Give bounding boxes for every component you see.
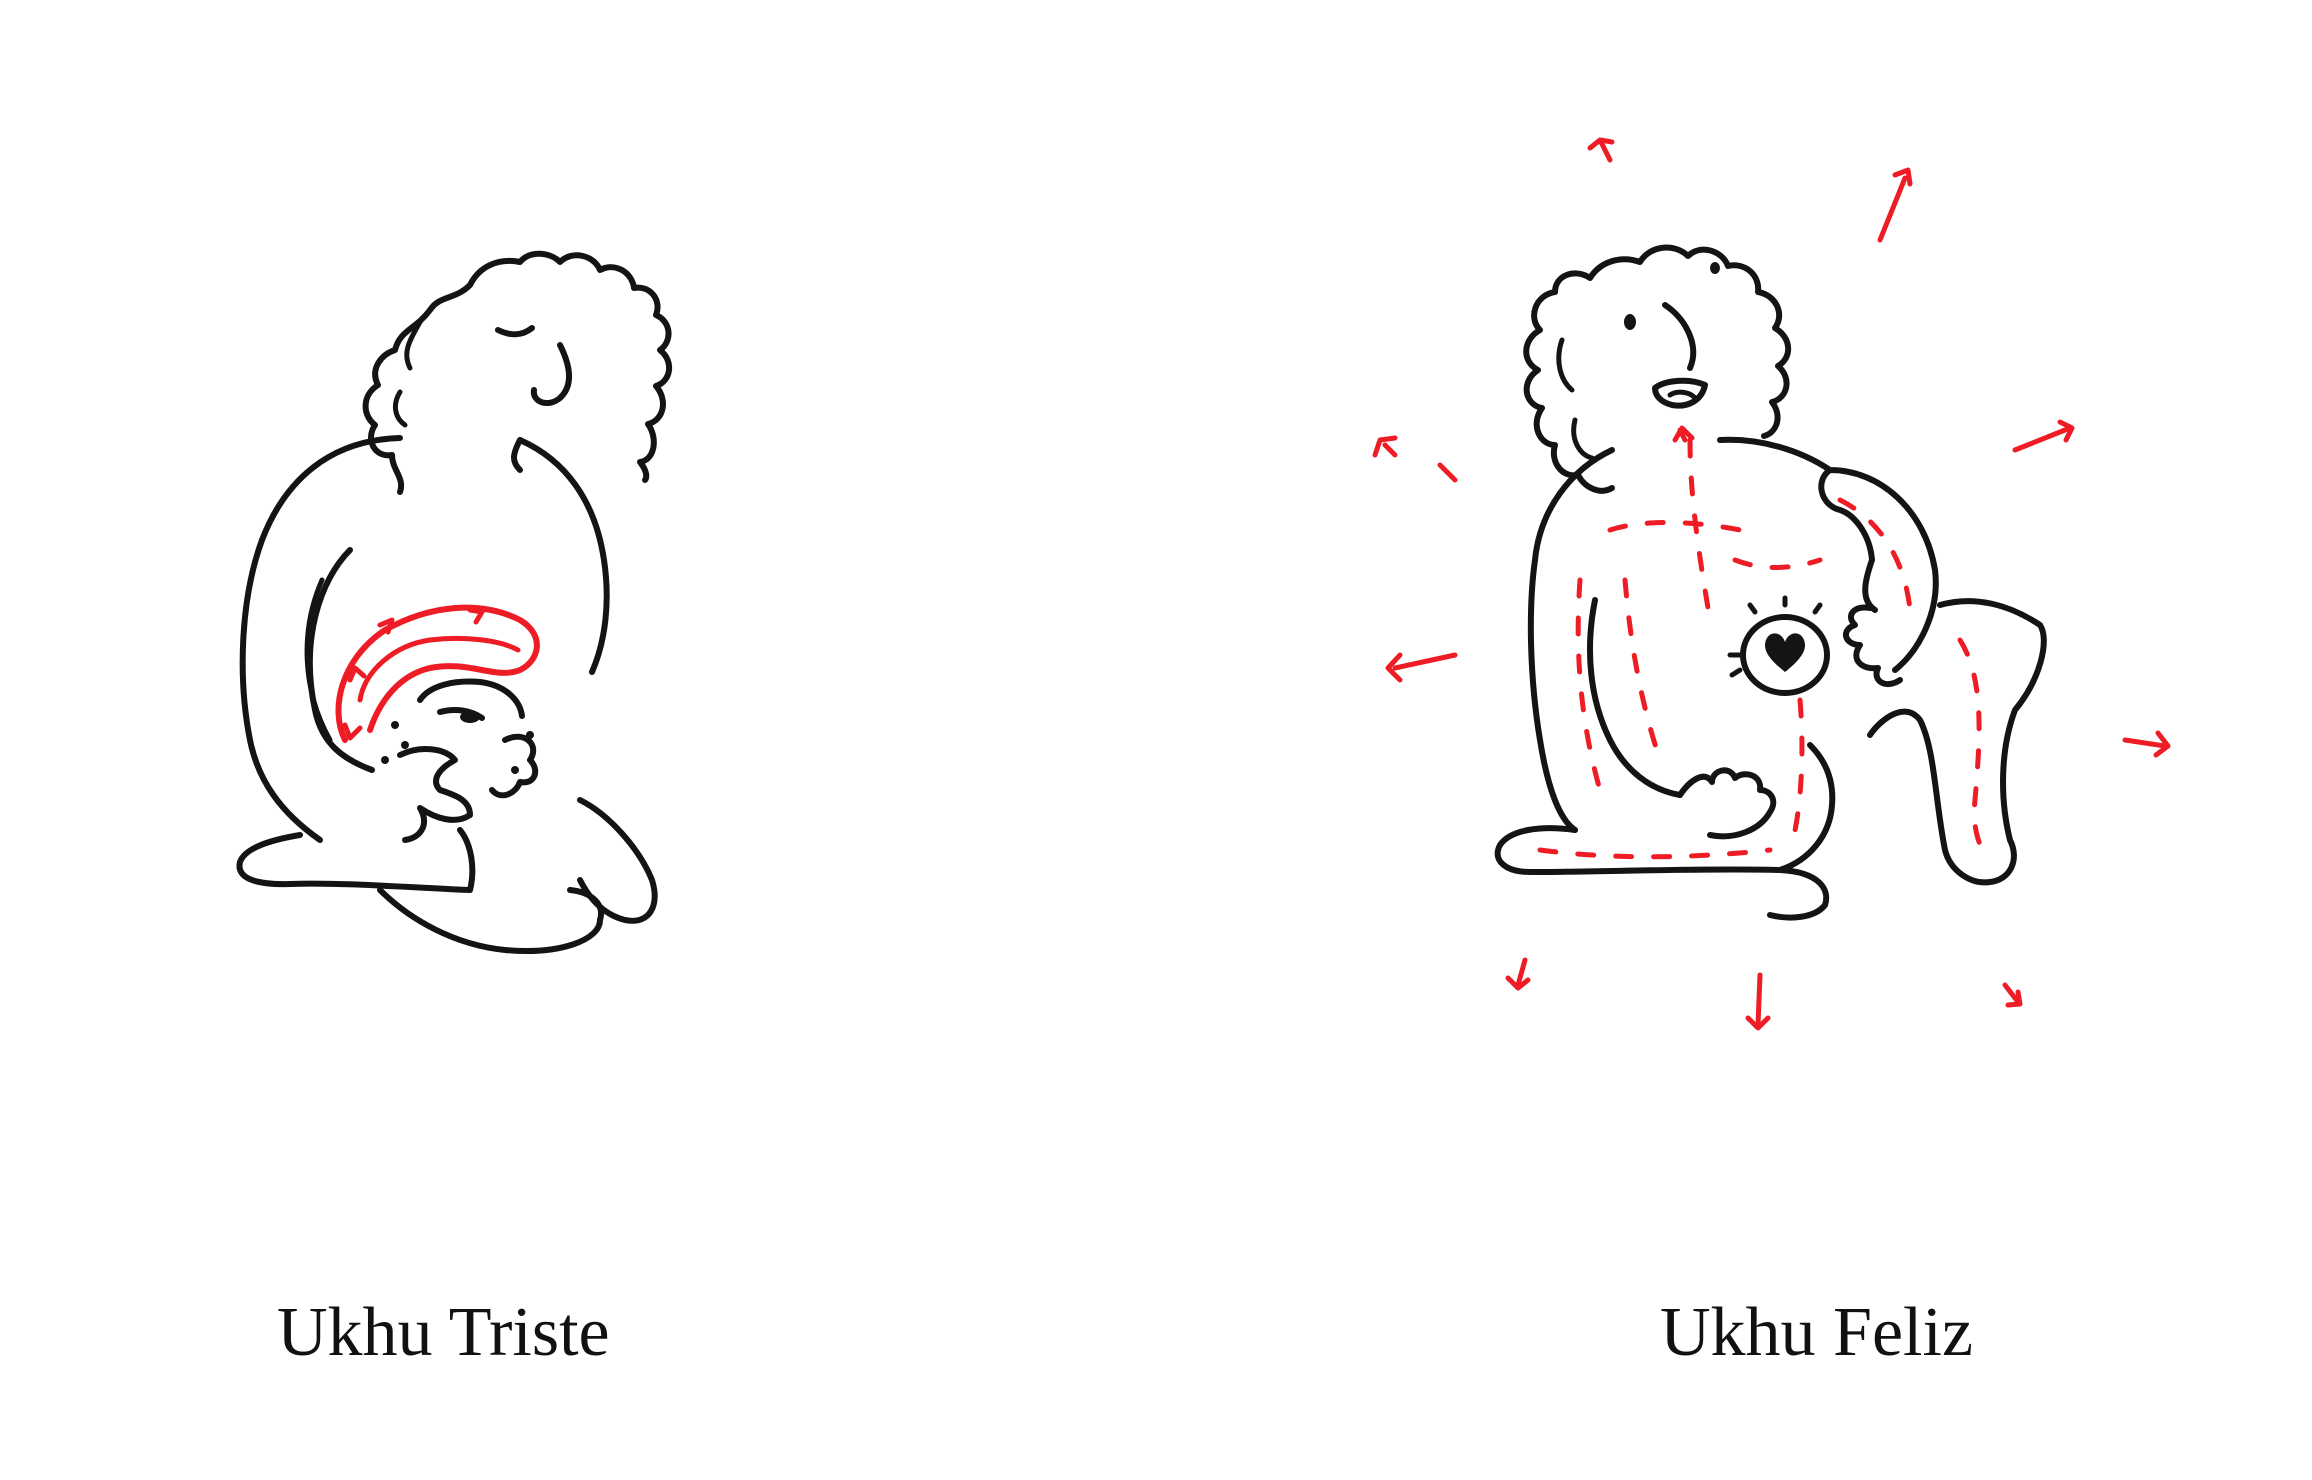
radiating-arrow-icon <box>1385 652 1458 683</box>
radiating-arrow-icon <box>1437 462 1458 483</box>
happy-energy-flow <box>1787 697 1805 853</box>
radiating-arrow-icon <box>1505 957 1531 991</box>
happy-body-outline <box>1527 436 1833 833</box>
sad-figure-illustration <box>236 250 673 954</box>
sad-hair-curls <box>362 250 673 495</box>
sad-hair-inner <box>392 319 423 428</box>
sad-eye-icon <box>460 711 480 723</box>
happy-energy-flow <box>1732 557 1823 570</box>
radiating-arrow-icon <box>1587 137 1615 163</box>
radiating-arrow-icon <box>2122 730 2171 758</box>
happy-eye-icon <box>1624 314 1636 330</box>
happy-eye-icon <box>1710 262 1720 274</box>
happy-raised-leg <box>1867 598 2047 886</box>
heart-circle <box>1740 614 1830 696</box>
tear-drop-icon <box>401 741 409 749</box>
sad-face-profile <box>530 342 572 407</box>
radiating-arrow-icon <box>1672 425 1695 443</box>
heart-glow-lines <box>1727 595 1823 678</box>
arrow-icon <box>347 665 367 683</box>
tear-drop-icon <box>391 721 399 729</box>
happy-energy-flow <box>1837 497 1913 613</box>
happy-energy-flow <box>1622 577 1663 763</box>
radiating-arrow-icon <box>2012 419 2075 453</box>
happy-energy-flow <box>1537 847 1773 860</box>
sad-closed-eye-icon <box>495 325 535 338</box>
sad-arm-inner <box>304 577 333 743</box>
sad-arc-inner <box>357 636 521 703</box>
sad-energy-arc <box>335 604 540 743</box>
happy-hair-inner <box>1556 337 1595 461</box>
happy-tongue <box>1667 389 1698 401</box>
happy-left-arm <box>1587 597 1683 798</box>
sad-legs-base <box>236 797 658 954</box>
sad-hand-left <box>397 746 473 843</box>
tear-drop-icon <box>511 766 519 774</box>
happy-hair-curls <box>1523 244 1792 494</box>
happy-energy-flow <box>1687 437 1713 623</box>
arrow-icon <box>467 607 485 625</box>
happy-energy-flow <box>1575 577 1603 793</box>
happy-mouth <box>1652 377 1708 409</box>
happy-face-profile <box>1662 302 1697 371</box>
tear-drop-icon <box>381 756 389 764</box>
radiating-arrow-icon <box>1372 435 1398 458</box>
happy-figure-illustration <box>1372 137 2171 1031</box>
happy-energy-flow <box>1607 520 1743 533</box>
radiating-arrow-icon <box>1745 972 1771 1031</box>
radiating-arrow-icon <box>1877 167 1913 243</box>
arrow-icon <box>342 722 363 741</box>
happy-energy-flow <box>1957 637 1993 863</box>
caption-ukhu-feliz: Ukhu Feliz <box>1660 1294 1974 1371</box>
happy-hand-on-hip <box>1843 604 1903 688</box>
happy-legs-base <box>1494 742 1836 921</box>
tear-drop-icon <box>526 731 534 739</box>
heart-icon <box>1764 633 1806 672</box>
sad-back-line <box>511 437 523 473</box>
radiating-arrow-icon <box>2002 982 2023 1008</box>
sad-hand-right <box>489 733 539 799</box>
caption-ukhu-triste: Ukhu Triste <box>277 1294 610 1371</box>
happy-open-hand <box>1677 767 1777 840</box>
sad-body-outline <box>239 435 610 843</box>
arrow-icon <box>377 617 395 635</box>
